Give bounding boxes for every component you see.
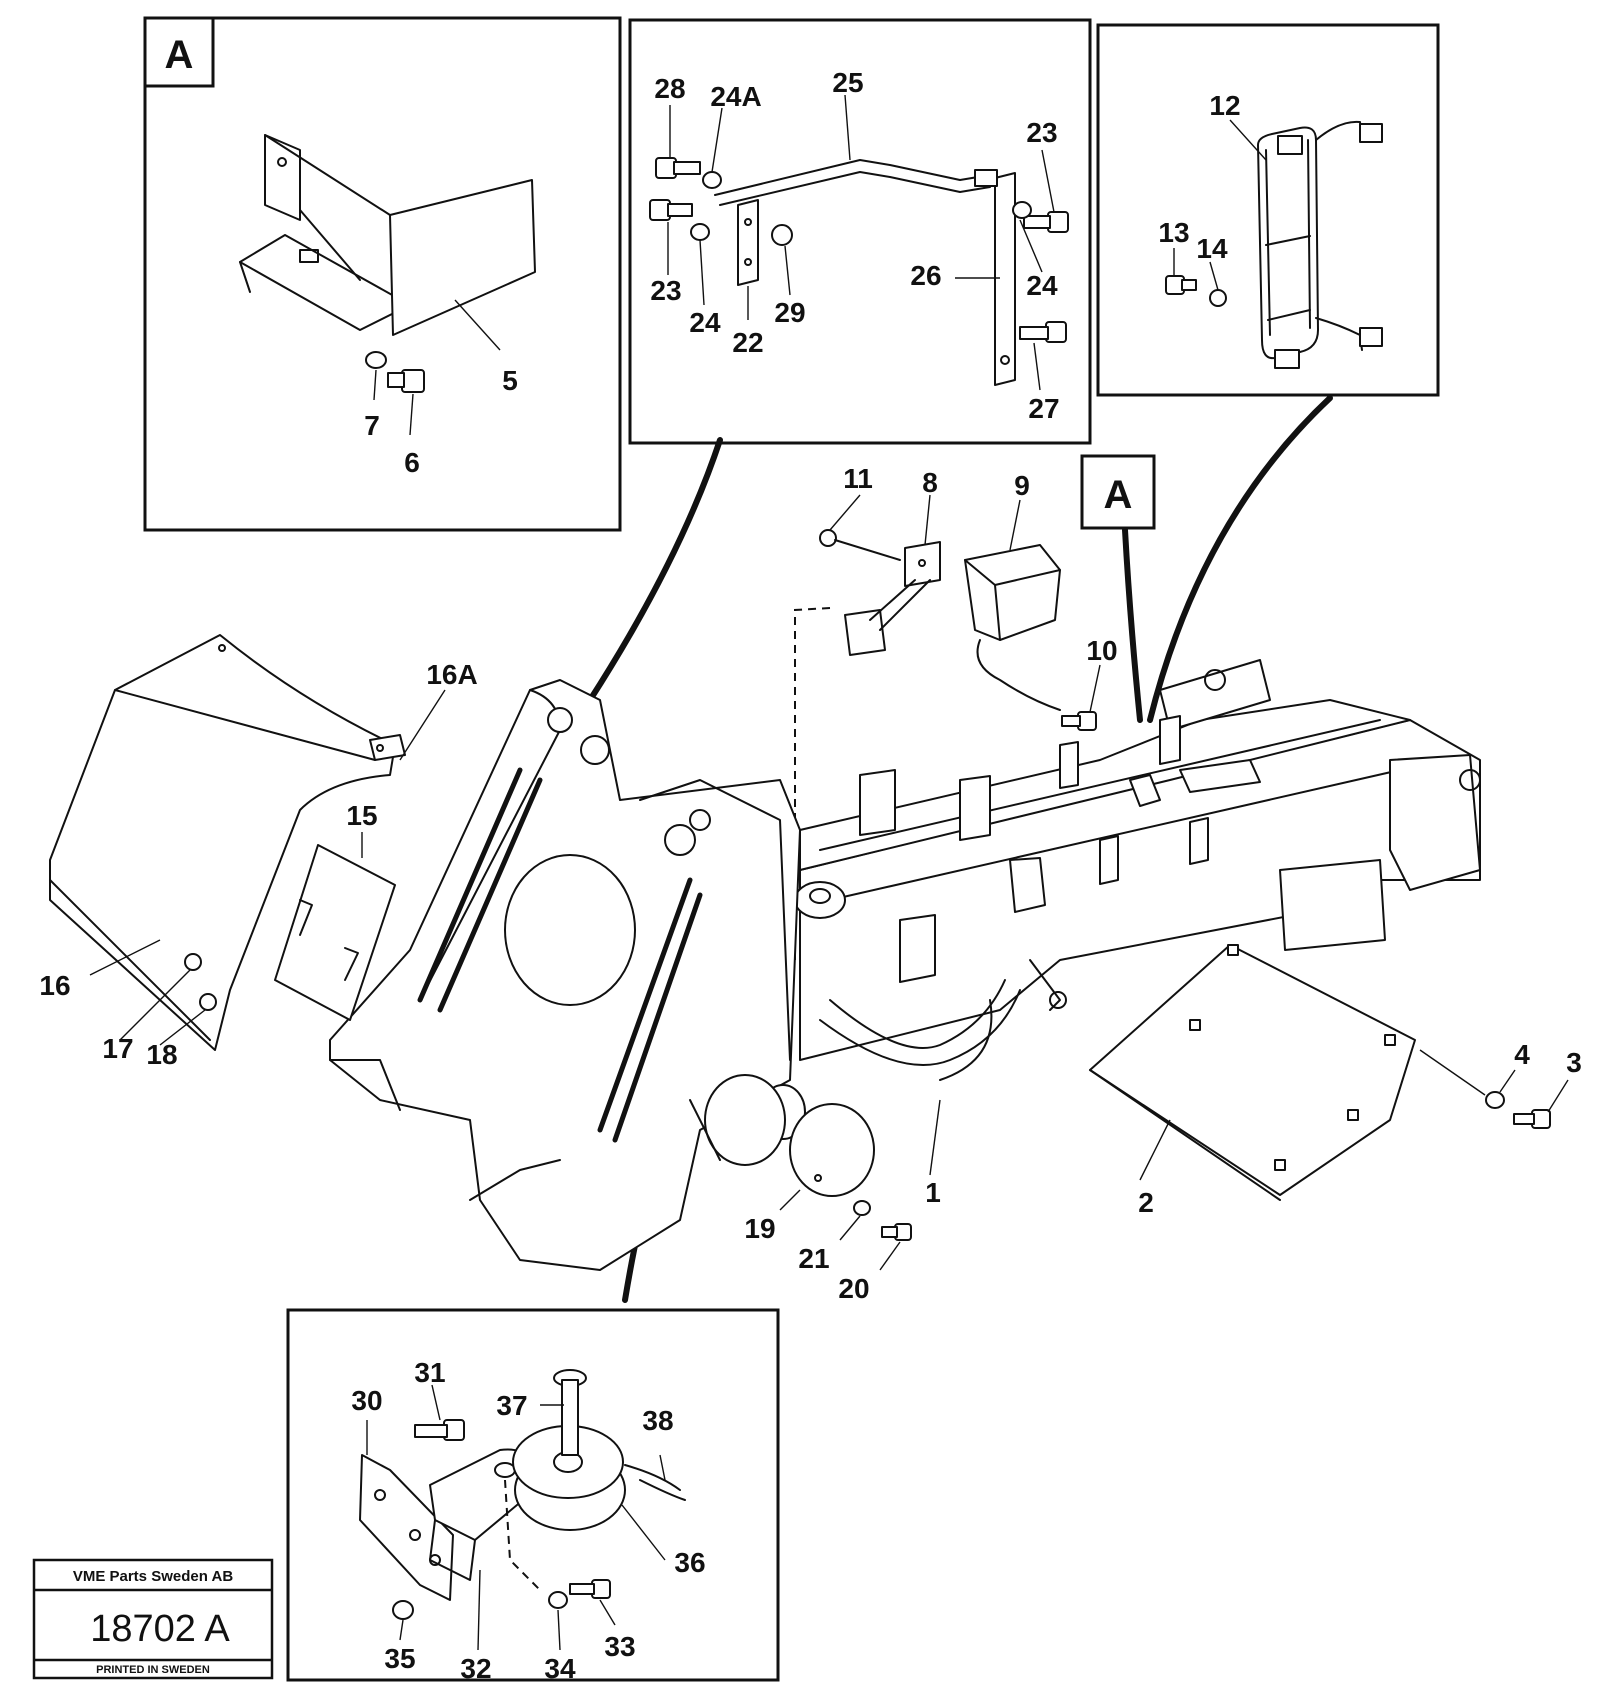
callout-16A: 16A <box>426 659 477 690</box>
title-stamp: VME Parts Sweden AB 18702 A PRINTED IN S… <box>32 1558 274 1680</box>
washer-part-14 <box>1209 289 1227 307</box>
callout-1: 1 <box>925 1177 941 1208</box>
stamp-printed: PRINTED IN SWEDEN <box>96 1664 210 1676</box>
callout-16: 16 <box>39 970 70 1001</box>
nut-part-29 <box>771 224 793 246</box>
callout-35: 35 <box>384 1643 415 1674</box>
bolt-part-13 <box>1165 275 1197 295</box>
callout-19: 19 <box>744 1213 775 1244</box>
callout-38: 38 <box>642 1405 673 1436</box>
bolt-part-23-right <box>1023 211 1069 233</box>
callout-7: 7 <box>364 410 380 441</box>
callout-4: 4 <box>1514 1039 1530 1070</box>
stamp-company: VME Parts Sweden AB <box>73 1568 233 1585</box>
detail-box-hinge: 30 31 37 38 36 35 32 34 33 <box>286 1308 780 1684</box>
bracket-part-8 <box>844 541 941 656</box>
callout-36: 36 <box>674 1547 705 1578</box>
callout-3: 3 <box>1566 1047 1582 1078</box>
callout-10: 10 <box>1086 635 1117 666</box>
washer-part-24A <box>702 171 722 189</box>
guard-plate-part-2 <box>1089 944 1416 1201</box>
callout-17: 17 <box>102 1033 133 1064</box>
washer-part-24-left <box>690 223 710 241</box>
washer-part-34 <box>548 1591 568 1609</box>
callout-24-left: 24 <box>689 307 721 338</box>
callout-26: 26 <box>910 260 941 291</box>
callout-11: 11 <box>843 463 873 494</box>
callout-33: 33 <box>604 1631 635 1662</box>
detail-box-handrail: 28 24A 25 23 26 24 27 23 24 22 29 <box>628 18 1092 445</box>
washer-part-4 <box>1485 1091 1505 1109</box>
marker-a-main: A <box>1080 454 1156 530</box>
articulation-frame <box>329 679 806 1271</box>
bolt-part-27 <box>1019 321 1067 343</box>
callout-24-right: 24 <box>1026 270 1058 301</box>
callout-14: 14 <box>1196 233 1228 264</box>
stamp-drawing-number: 18702 A <box>90 1608 230 1650</box>
bolt-part-20 <box>881 1223 912 1241</box>
callout-30: 30 <box>351 1385 382 1416</box>
strap-part-26 <box>974 169 1016 386</box>
washer-part-24-right <box>1012 201 1032 219</box>
marker-a-main-label: A <box>1104 473 1133 517</box>
bolt-part-10 <box>1061 711 1097 731</box>
callout-21: 21 <box>798 1243 829 1274</box>
callout-23-right: 23 <box>1026 117 1057 148</box>
callout-2: 2 <box>1138 1187 1154 1218</box>
callout-31: 31 <box>414 1357 445 1388</box>
wire-11 <box>834 539 901 561</box>
nut-part-18 <box>199 993 217 1011</box>
handrail-part-25 <box>714 159 991 206</box>
callout-23-left: 23 <box>650 275 681 306</box>
callout-32: 32 <box>460 1653 491 1684</box>
callout-13: 13 <box>1158 217 1189 248</box>
leader-curve-ladder <box>1147 395 1333 723</box>
cover-part-16 <box>49 634 406 1051</box>
pin-part-37 <box>553 1369 587 1456</box>
main-frame-part-1 <box>794 659 1481 1081</box>
nut-part-17 <box>184 953 202 971</box>
detail-box-a-label: A <box>165 33 194 77</box>
callout-6: 6 <box>404 447 420 478</box>
bolt-part-31 <box>414 1419 465 1441</box>
bolt-part-28 <box>655 157 701 179</box>
nut-part-11 <box>819 529 837 547</box>
callout-34: 34 <box>544 1653 576 1684</box>
bolt-part-3 <box>1513 1109 1551 1129</box>
nut-part-35 <box>392 1600 414 1620</box>
callout-24A: 24A <box>710 81 761 112</box>
callout-20: 20 <box>838 1273 869 1304</box>
bolt-part-6 <box>387 369 425 393</box>
bushing-part-36 <box>512 1425 626 1531</box>
bolt-part-33 <box>569 1579 611 1599</box>
cover-plate-part-15 <box>274 844 396 1021</box>
washer-part-21 <box>853 1200 871 1216</box>
cover-part-19 <box>789 1103 875 1197</box>
detail-box-a: A 5 7 6 <box>143 16 622 532</box>
callout-18: 18 <box>146 1039 177 1070</box>
callout-22: 22 <box>732 327 763 358</box>
bracket-part-5 <box>239 134 536 336</box>
callout-9: 9 <box>1014 470 1030 501</box>
callout-8: 8 <box>922 467 938 498</box>
relay-part-9 <box>964 544 1061 711</box>
callout-15: 15 <box>346 800 377 831</box>
callout-37: 37 <box>496 1390 527 1421</box>
ladder-part-12 <box>1257 120 1383 369</box>
leader-curve-handrail <box>587 437 723 703</box>
bracket-part-30 <box>359 1454 454 1601</box>
cotter-pin-part-38 <box>624 1464 686 1501</box>
strap-part-22 <box>737 199 759 286</box>
leader-curve-a <box>1122 527 1143 723</box>
callout-25: 25 <box>832 67 863 98</box>
callout-29: 29 <box>774 297 805 328</box>
washer-part-7 <box>365 351 387 369</box>
callout-27: 27 <box>1028 393 1059 424</box>
callout-28: 28 <box>654 73 685 104</box>
detail-box-ladder: 12 13 14 <box>1096 23 1440 397</box>
bolt-part-23-left <box>649 199 693 221</box>
callout-12: 12 <box>1209 90 1240 121</box>
callout-5: 5 <box>502 365 518 396</box>
